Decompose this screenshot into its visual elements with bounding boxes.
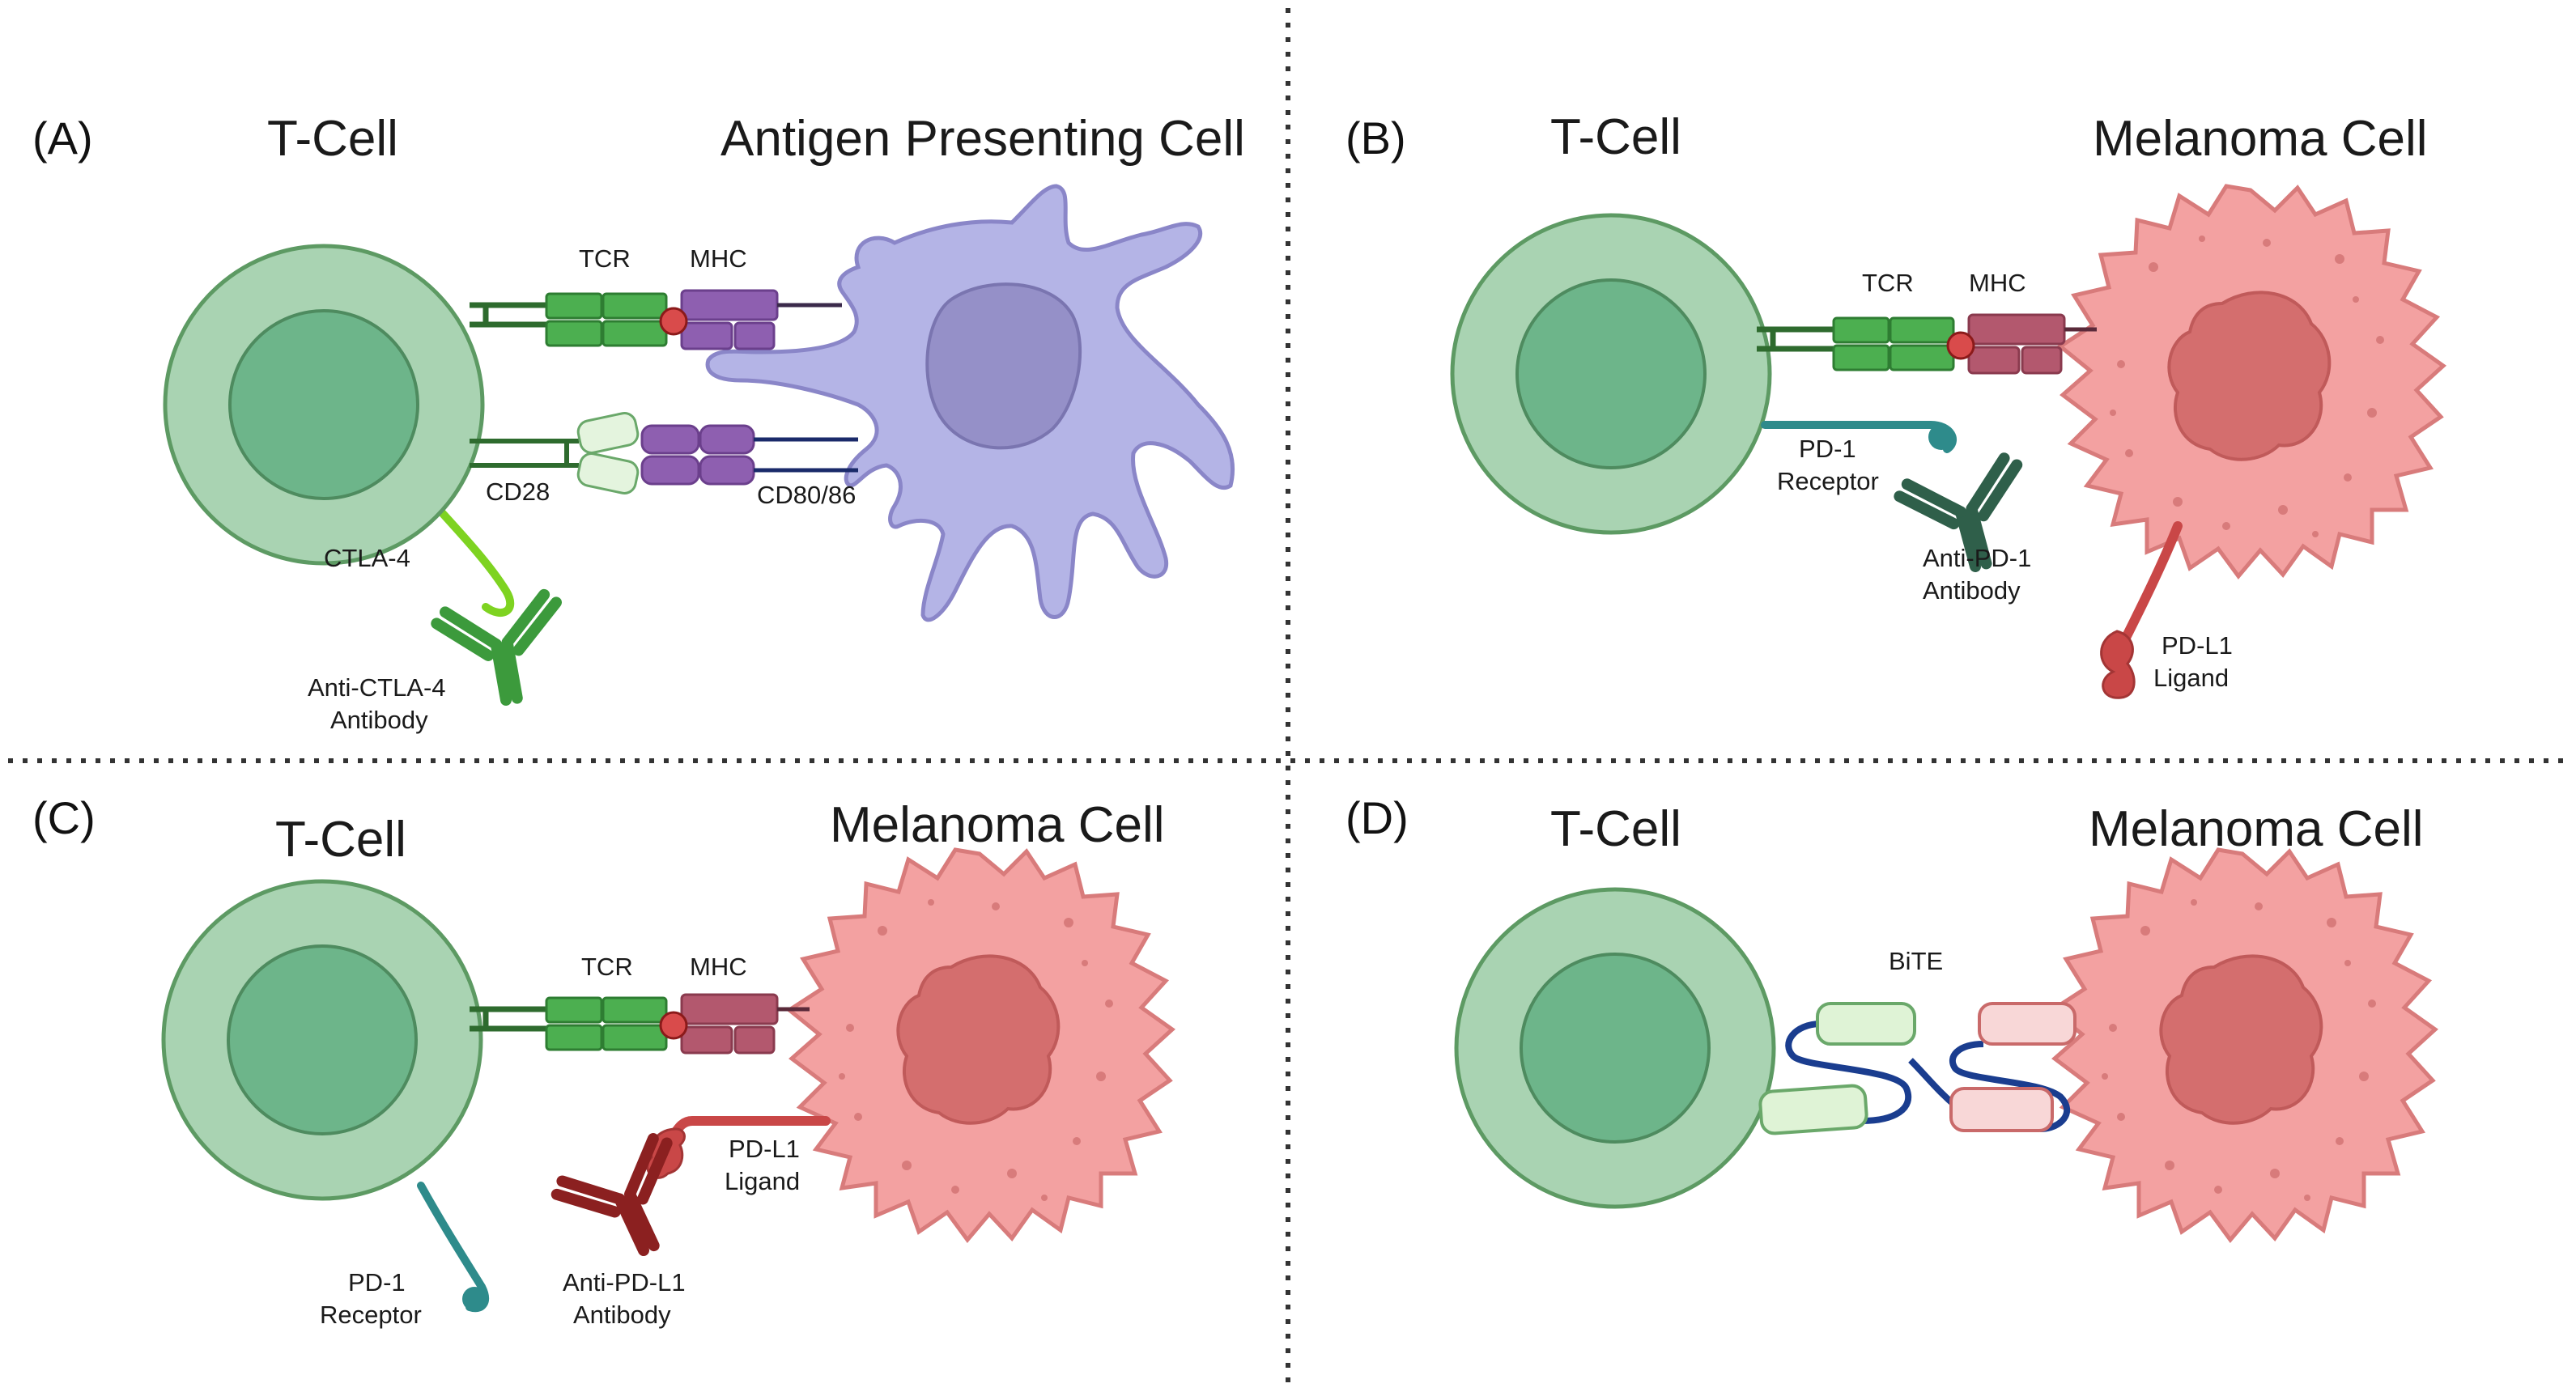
panel-a-left-title: T-Cell xyxy=(267,111,398,167)
bite-label: BiTE xyxy=(1889,947,1943,975)
anti-pdl1-label-line1: Anti-PD-L1 xyxy=(563,1268,686,1297)
t-cell xyxy=(1452,215,1770,533)
panel-c-letter: (C) xyxy=(32,792,96,843)
cd28-cd80-complex xyxy=(470,412,858,494)
panel-c: (C) T-Cell Melanoma Cell TCR MHC PD-L1 L… xyxy=(32,792,1172,1329)
mhc-label: MHC xyxy=(690,953,747,981)
panel-b: (B) T-Cell Melanoma Cell TCR MHC PD-1 Re… xyxy=(1345,109,2443,699)
tcr-label: TCR xyxy=(1862,269,1914,297)
melanoma-cell xyxy=(2052,850,2435,1240)
panel-a-letter: (A) xyxy=(32,112,93,163)
pdl1-label-line1: PD-L1 xyxy=(2162,631,2233,660)
t-cell xyxy=(165,246,482,563)
pd1-label-line1: PD-1 xyxy=(1799,435,1856,463)
panel-a-right-title: Antigen Presenting Cell xyxy=(721,111,1245,167)
cd80-86-label: CD80/86 xyxy=(757,481,856,509)
panel-b-letter: (B) xyxy=(1345,112,1406,163)
anti-pdl1-label-line2: Antibody xyxy=(573,1301,671,1329)
panel-b-right-title: Melanoma Cell xyxy=(2093,111,2428,167)
pd1-label-line1: PD-1 xyxy=(348,1268,406,1297)
anti-pd1-label-line1: Anti-PD-1 xyxy=(1923,544,2031,572)
tcr-label: TCR xyxy=(581,953,633,981)
pd1-label-line2: Receptor xyxy=(320,1301,422,1329)
mhc-label: MHC xyxy=(690,244,747,273)
ctla4-receptor xyxy=(421,490,515,617)
panel-c-left-title: T-Cell xyxy=(275,812,406,868)
melanoma-cell xyxy=(2060,186,2443,576)
panel-d-right-title: Melanoma Cell xyxy=(2089,801,2424,857)
cd28-label: CD28 xyxy=(486,477,550,506)
tcr-mhc-complex xyxy=(470,995,810,1053)
mhc-label: MHC xyxy=(1969,269,2026,297)
panel-d-letter: (D) xyxy=(1345,792,1409,843)
bite-molecule xyxy=(1758,1002,2077,1135)
anti-pd1-label-line2: Antibody xyxy=(1923,576,2021,605)
panel-b-left-title: T-Cell xyxy=(1550,109,1681,165)
pdl1-label-line2: Ligand xyxy=(2153,664,2229,692)
panel-c-right-title: Melanoma Cell xyxy=(830,797,1165,853)
pdl1-label-line2: Ligand xyxy=(725,1167,800,1195)
anti-ctla4-label-line2: Antibody xyxy=(330,706,428,734)
t-cell xyxy=(164,881,481,1199)
tcr-label: TCR xyxy=(579,244,631,273)
tcr-mhc-complex xyxy=(1757,315,2097,373)
pdl1-label-line1: PD-L1 xyxy=(729,1135,800,1163)
melanoma-cell xyxy=(789,850,1172,1240)
antigen-presenting-cell xyxy=(705,184,1235,622)
ctla4-label: CTLA-4 xyxy=(324,544,410,572)
t-cell xyxy=(1456,889,1774,1207)
panel-a: (A) T-Cell Antigen Presenting Cell TCR M… xyxy=(32,111,1245,734)
panel-d-left-title: T-Cell xyxy=(1550,801,1681,857)
pd1-receptor xyxy=(1761,421,1957,453)
pdl1-ligand xyxy=(2120,521,2183,644)
anti-ctla4-label-line1: Anti-CTLA-4 xyxy=(308,673,446,702)
panel-d: (D) T-Cell Melanoma Cell BiTE xyxy=(1345,792,2435,1240)
tcr-mhc-complex xyxy=(470,291,842,349)
pd1-label-line2: Receptor xyxy=(1777,467,1879,495)
